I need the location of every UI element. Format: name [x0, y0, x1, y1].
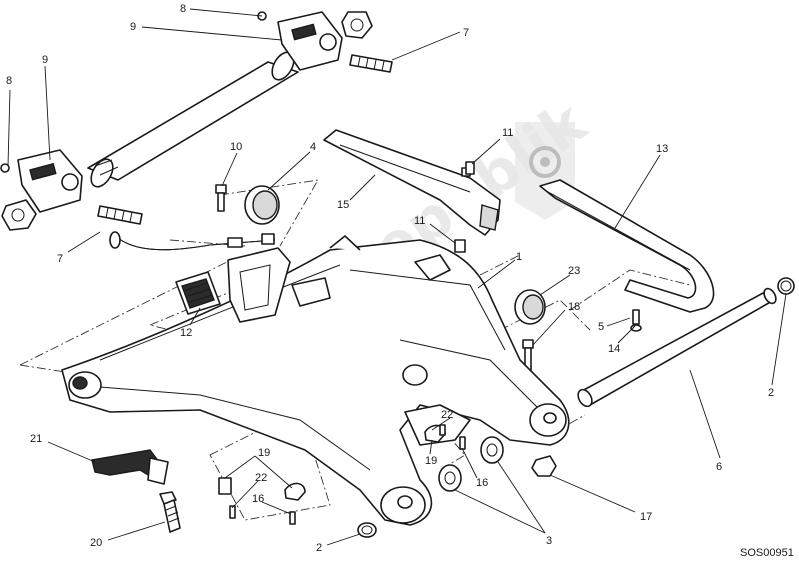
chain-slider-13	[539, 179, 715, 313]
bracket-21	[91, 449, 181, 533]
callout-9: 9	[42, 54, 48, 66]
grommet-12	[175, 271, 221, 315]
callout-9: 9	[130, 21, 136, 33]
callout-11: 11	[502, 127, 513, 139]
callout-11: 11	[414, 215, 425, 227]
callout-2: 2	[316, 542, 322, 554]
callout-17: 17	[640, 511, 652, 523]
bolt-18	[522, 339, 534, 371]
callout-16: 16	[252, 493, 264, 505]
cap-4	[244, 185, 280, 225]
callout-7: 7	[57, 253, 63, 265]
spacer-3	[438, 436, 504, 492]
callout-12: 12	[180, 327, 192, 339]
chain-guard-15	[323, 129, 501, 236]
callout-13: 13	[656, 143, 668, 155]
screw-5	[630, 309, 642, 332]
callout-20: 20	[90, 537, 102, 549]
pivot-shaft	[87, 51, 299, 188]
callout-15: 15	[337, 199, 349, 211]
callout-8: 8	[6, 75, 12, 87]
callout-8: 8	[180, 3, 186, 15]
callout-19: 19	[425, 455, 437, 467]
bolt-11	[454, 161, 475, 253]
callout-1: 1	[516, 251, 522, 263]
nut-17	[531, 455, 557, 477]
callout-14: 14	[608, 343, 620, 355]
cap-23	[514, 289, 546, 325]
callout-labels: 8 9 7 8 9 7 10 4 15 11 11 13 1 23 18 5 1…	[6, 3, 774, 554]
callout-5: 5	[598, 321, 604, 333]
callout-22: 22	[255, 472, 267, 484]
drawing-code: SOS00951	[740, 547, 794, 559]
callout-4: 4	[310, 141, 316, 153]
callout-10: 10	[230, 141, 242, 153]
wheel-axle-6	[577, 277, 795, 408]
callout-2: 2	[768, 387, 774, 399]
brake-hose	[109, 231, 276, 251]
chain-adjuster-lower	[0, 149, 143, 231]
leader-lines	[7, 8, 787, 546]
callout-6: 6	[716, 461, 722, 473]
callout-22: 22	[441, 409, 453, 421]
chain-adjuster-upper	[257, 11, 393, 73]
circlip-2	[357, 522, 377, 538]
callout-18: 18	[568, 301, 580, 313]
callout-16: 16	[476, 477, 488, 489]
callout-21: 21	[30, 433, 42, 445]
gear-icon	[515, 122, 575, 220]
callout-19: 19	[258, 447, 270, 459]
callout-7: 7	[463, 27, 469, 39]
bolt-10	[215, 184, 227, 212]
callout-23: 23	[568, 265, 580, 277]
swingarm-1	[61, 235, 570, 526]
clip-set	[218, 424, 466, 525]
callout-3: 3	[546, 535, 552, 547]
